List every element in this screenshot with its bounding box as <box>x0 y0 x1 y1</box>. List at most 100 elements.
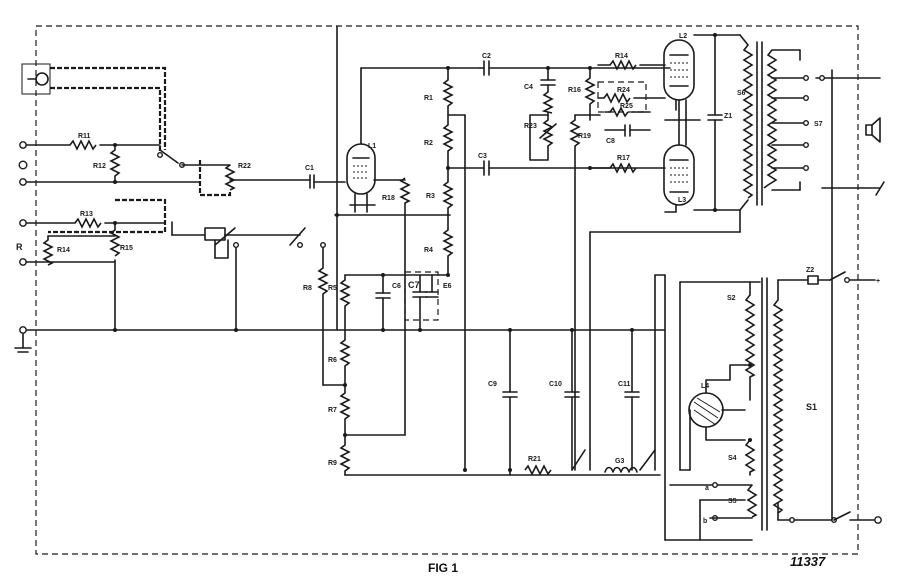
r16-label: R16 <box>568 87 581 94</box>
r21-label: R21 <box>528 456 541 463</box>
c6-label: C6 <box>392 283 401 290</box>
r15-label: R15 <box>120 245 133 252</box>
s4-label: S4 <box>728 455 737 462</box>
resistor-r19 <box>569 119 581 147</box>
r8-label: R8 <box>303 285 312 292</box>
resistor-r20 <box>541 91 554 114</box>
resistor-r17 <box>609 162 637 174</box>
z2-label: Z2 <box>806 267 814 274</box>
c11-label: C11 <box>618 381 631 388</box>
c4-label: C4 <box>524 84 533 91</box>
resistor-r14-top <box>609 59 637 71</box>
l4-label: L4 <box>701 383 709 390</box>
coupling-section: C2 C3 C4 R23 R16 R19 <box>447 53 671 471</box>
r3-label: R3 <box>426 193 435 200</box>
r18-label: R18 <box>382 195 395 202</box>
s2-label: S2 <box>727 295 736 302</box>
resistor-r4 <box>442 229 454 257</box>
lead-plus-label: + <box>876 278 880 285</box>
c9-label: C9 <box>488 381 497 388</box>
c1-label: C1 <box>305 165 314 172</box>
r14-top-label: R14 <box>615 53 628 60</box>
c2-label: C2 <box>482 53 491 60</box>
c7-label: C7 <box>408 280 420 290</box>
valve-l1: L1 <box>346 67 406 213</box>
resistor-r22 <box>224 164 236 191</box>
r7-label: R7 <box>328 407 337 414</box>
power-supply: C9 C10 C11 R21 G3 L4 S2 <box>488 69 882 541</box>
r4-label: R4 <box>424 247 433 254</box>
z1-label: Z1 <box>724 113 732 120</box>
s5-label: S5 <box>728 498 737 505</box>
resistor-r12 <box>109 149 121 177</box>
resistor-r6 <box>339 339 351 367</box>
drawing-number: 11337 <box>790 554 826 569</box>
lead-b-label: b <box>703 518 707 525</box>
fuse-z2 <box>807 275 819 285</box>
input-section: R R11 R12 R13 R15 R14 <box>16 63 201 331</box>
resistor-r15 <box>109 229 121 257</box>
input-terminal-2 <box>18 160 28 170</box>
lead-a-label: a <box>705 485 709 492</box>
decoupling-capacitors: C6 C7 E6 <box>375 271 452 331</box>
s2-winding <box>744 294 756 378</box>
resistor-r13 <box>74 217 102 229</box>
r6-label: R6 <box>328 357 337 364</box>
r17-label: R17 <box>617 155 630 162</box>
r24-label: R24 <box>617 87 630 94</box>
loudspeaker-icon <box>865 124 873 136</box>
s6-secondary-winding <box>763 49 778 189</box>
junctions <box>113 33 752 472</box>
r5-label: R5 <box>328 285 337 292</box>
r11-label: R11 <box>78 133 91 140</box>
resistor-r21 <box>524 464 552 476</box>
l2-label: L2 <box>679 33 687 40</box>
resistor-r24 <box>603 92 631 104</box>
r14-label: R14 <box>57 247 70 254</box>
s5-winding <box>746 484 758 518</box>
chassis-boundary <box>35 25 859 555</box>
r13-label: R13 <box>80 211 93 218</box>
c3-label: C3 <box>478 153 487 160</box>
g3-label: G3 <box>615 458 624 465</box>
resistor-r1 <box>442 79 454 107</box>
input-jack-box <box>21 63 51 95</box>
resistor-r9 <box>339 444 351 472</box>
ground-terminal <box>19 326 27 334</box>
s1-label: S1 <box>806 402 817 412</box>
resistor-r8 <box>317 267 329 295</box>
figure-caption: FIG 1 <box>428 561 458 575</box>
resistor-r25 <box>609 106 629 118</box>
input-switch-section: R22 C1 <box>156 149 346 331</box>
s7-label: S7 <box>814 121 823 128</box>
r1-label: R1 <box>424 95 433 102</box>
r24-screen-box <box>597 81 647 113</box>
choke-g3 <box>604 466 638 473</box>
l3-label: L3 <box>678 197 686 204</box>
s1-primary-winding <box>772 299 784 514</box>
r19-label: R19 <box>578 133 591 140</box>
resistor-r7 <box>339 392 351 420</box>
e6-label: E6 <box>443 283 452 290</box>
c8-label: C8 <box>606 138 615 145</box>
r22-label: R22 <box>238 163 251 170</box>
s6-label: S6 <box>737 90 746 97</box>
output-stage: R24 R14 R25 C8 R17 L2 <box>589 33 741 213</box>
s4-winding <box>744 439 756 473</box>
r12-label: R12 <box>93 163 106 170</box>
r25-label: R25 <box>620 103 633 110</box>
microphone-icon <box>35 72 49 86</box>
s6-primary-winding <box>742 44 754 199</box>
resistor-r5 <box>339 279 351 307</box>
resistor-r2 <box>442 124 454 152</box>
c10-label: C10 <box>549 381 562 388</box>
resistor-r16 <box>584 77 596 105</box>
l1-label: L1 <box>368 143 376 150</box>
r9-label: R9 <box>328 460 337 467</box>
resistor-r23 <box>542 119 554 147</box>
mains-terminal <box>874 516 882 524</box>
r2-label: R2 <box>424 140 433 147</box>
output-transformer-s6: S6 S7 <box>737 34 885 211</box>
cathode-bias-chain: R8 R5 R6 R7 R9 <box>303 247 406 476</box>
